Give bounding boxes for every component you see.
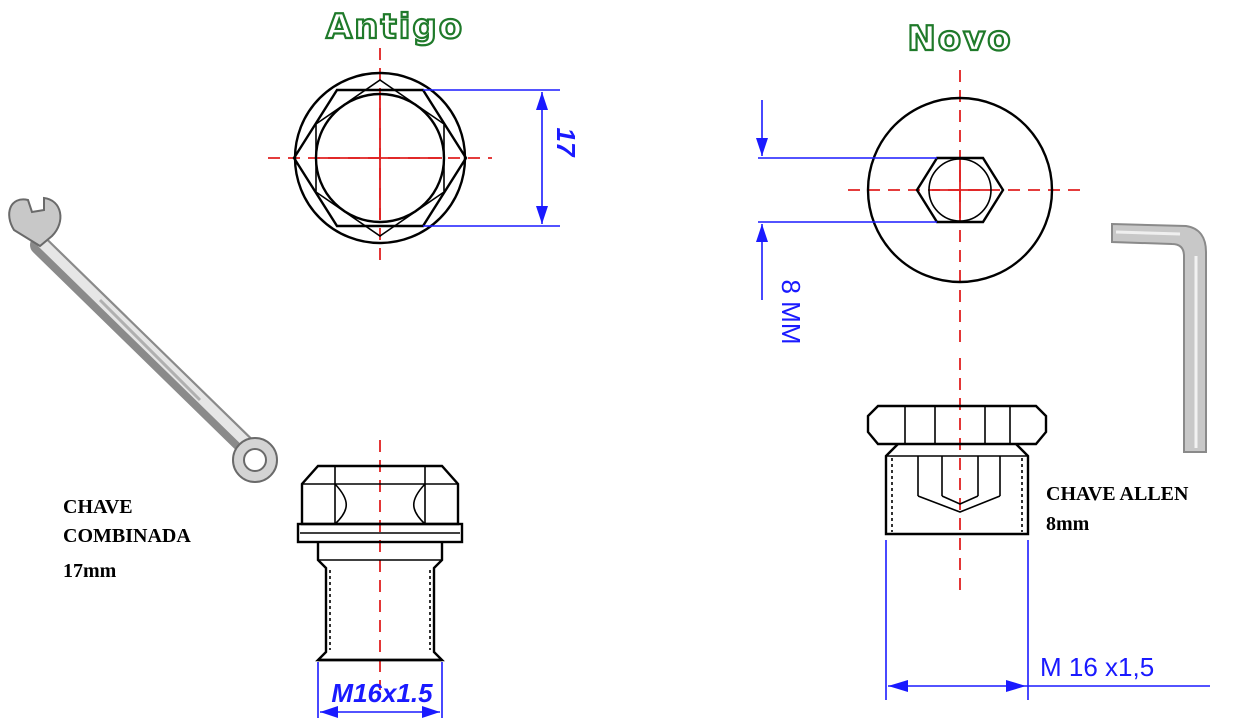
old-plug-side-view xyxy=(296,440,464,690)
wrench-label-line2: COMBINADA xyxy=(63,525,191,547)
title-new: Novo xyxy=(907,19,1012,59)
new-thread-dimension xyxy=(885,540,1210,700)
old-hex-dimension xyxy=(423,89,560,227)
new-plug-top-view xyxy=(848,70,1080,345)
new-thread-size: M 16 x1,5 xyxy=(1040,652,1154,682)
allen-key-icon xyxy=(1111,222,1207,453)
title-old: Antigo xyxy=(326,7,464,47)
wrench-label-line1: CHAVE xyxy=(63,496,133,518)
wrench-label-line3: 17mm xyxy=(63,560,117,582)
old-thread-size: M16x1.5 xyxy=(331,678,433,708)
new-hex-dimension xyxy=(756,100,937,300)
combination-wrench-icon xyxy=(8,196,278,483)
old-plug-top-view xyxy=(268,48,492,262)
new-hex-size: 8 MM xyxy=(776,280,806,345)
allen-label-line2: 8mm xyxy=(1046,513,1090,535)
old-thread-dimension xyxy=(317,662,443,718)
old-hex-size: 17 xyxy=(551,128,581,158)
allen-label-line1: CHAVE ALLEN xyxy=(1046,483,1189,505)
new-plug-side-view xyxy=(866,358,1048,590)
